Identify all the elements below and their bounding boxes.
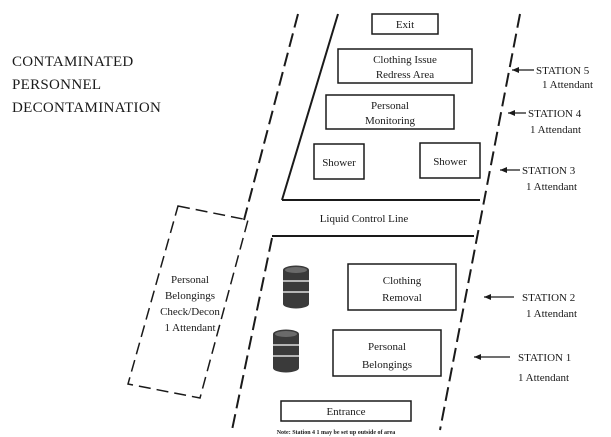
diagram-title: CONTAMINATED PERSONNEL DECONTAMINATION (12, 54, 161, 116)
shower-left-box: Shower (313, 143, 365, 180)
barrel-icon (283, 265, 309, 309)
shower-right-box: Shower (419, 142, 481, 179)
station-1-label: STATION 1 1 Attendant (474, 352, 571, 384)
personal-monitoring-line-2: Monitoring (365, 115, 416, 127)
liquid-control-line-label: Liquid Control Line (320, 213, 409, 225)
arrow-left-icon (500, 167, 520, 173)
station-1-name: STATION 1 (518, 352, 571, 364)
right-dashed-wall (439, 13, 521, 431)
station-3-attendants: 1 Attendant (526, 181, 577, 193)
side-area-line-3: Check/Decon (160, 306, 220, 318)
personal-belongings-line-2: Belongings (362, 359, 412, 371)
personal-belongings-line-1: Personal (368, 341, 406, 353)
upper-left-dashed-wall (243, 13, 299, 221)
side-area-line-4: 1 Attendant (164, 322, 215, 334)
station-2-attendants: 1 Attendant (526, 308, 577, 320)
clothing-removal-line-1: Clothing (383, 275, 422, 287)
entrance-box: Entrance (280, 400, 412, 422)
station-1-attendants: 1 Attendant (518, 372, 569, 384)
station-4-attendants: 1 Attendant (530, 124, 581, 136)
station-5-label: STATION 5 1 Attendant (512, 65, 593, 91)
entrance-label: Entrance (326, 406, 365, 418)
side-area-line-1: Personal (171, 274, 209, 286)
shower-right-label: Shower (433, 156, 467, 168)
footnote: Note: Station 4 1 may be set up outside … (277, 430, 396, 436)
clothing-issue-line-2: Redress Area (376, 69, 434, 81)
station-5-name: STATION 5 (536, 65, 590, 77)
side-area-outline (127, 205, 249, 399)
station-4-label: STATION 4 1 Attendant (508, 108, 582, 136)
clothing-issue-box: Clothing Issue Redress Area (337, 48, 473, 84)
arrow-left-icon (508, 110, 526, 116)
clothing-removal-line-2: Removal (382, 292, 422, 304)
exit-box: Exit (371, 13, 439, 35)
corridor-walls (231, 13, 521, 431)
title-line-2: PERSONNEL (12, 77, 101, 93)
station-4-name: STATION 4 (528, 108, 582, 120)
arrow-left-icon (474, 354, 510, 360)
shower-left-label: Shower (322, 157, 356, 169)
arrow-left-icon (512, 67, 534, 73)
title-line-3: DECONTAMINATION (12, 100, 161, 116)
upper-inner-wall (281, 13, 339, 201)
barrel-icon (273, 329, 299, 373)
station-2-label: STATION 2 1 Attendant (484, 292, 577, 320)
title-line-1: CONTAMINATED (12, 54, 134, 70)
personal-monitoring-box: Personal Monitoring (325, 94, 455, 130)
station-2-name: STATION 2 (522, 292, 575, 304)
clothing-issue-line-1: Clothing Issue (373, 54, 437, 66)
personal-monitoring-line-1: Personal (371, 100, 409, 112)
station-5-attendants: 1 Attendant (542, 79, 593, 91)
station-3-name: STATION 3 (522, 165, 576, 177)
clothing-removal-box: Clothing Removal (347, 263, 457, 311)
side-belongings-area: Personal Belongings Check/Decon 1 Attend… (127, 205, 249, 399)
station-3-label: STATION 3 1 Attendant (500, 165, 577, 193)
side-area-line-2: Belongings (165, 290, 215, 302)
arrow-left-icon (484, 294, 514, 300)
exit-label: Exit (396, 19, 414, 31)
lower-left-dashed-wall (231, 237, 273, 431)
personal-belongings-box: Personal Belongings (332, 329, 442, 377)
